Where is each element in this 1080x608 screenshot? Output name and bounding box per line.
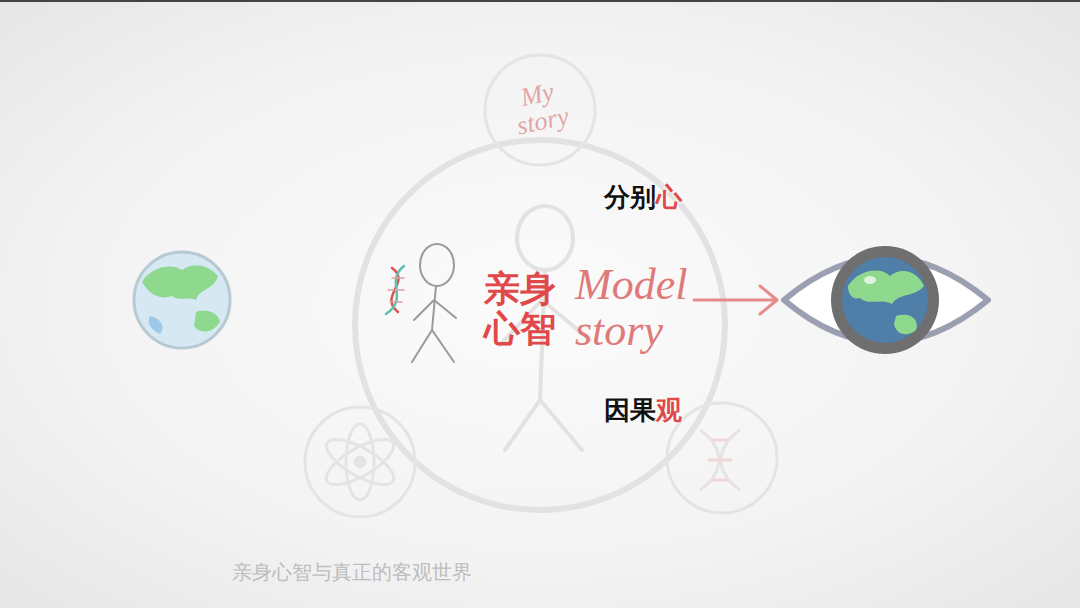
top-edge xyxy=(0,0,1080,2)
stick-figure xyxy=(412,244,456,362)
eye-symbol xyxy=(784,246,988,354)
glyph: 分 xyxy=(604,182,630,212)
faint-bubbles xyxy=(305,55,777,517)
faint-dna xyxy=(708,440,732,480)
dna-helix xyxy=(386,266,404,314)
faint-story: My story xyxy=(495,73,585,143)
glyph: 因 xyxy=(604,395,630,425)
handwritten-label: Model story xyxy=(575,262,705,354)
glyph: 别 xyxy=(630,182,656,212)
mind-circle xyxy=(355,140,725,510)
arrow xyxy=(694,286,777,314)
concept-label: 分别心 xyxy=(604,180,682,215)
concept-label: 因果观 xyxy=(604,393,682,428)
caption: 亲身心智与真正的客观世界 xyxy=(232,559,472,586)
glyph: 果 xyxy=(630,395,656,425)
core-term: 亲身心智 xyxy=(482,269,558,348)
world-globe xyxy=(134,252,230,348)
glyph: 观 xyxy=(656,395,682,425)
glyph: 心 xyxy=(656,182,682,212)
